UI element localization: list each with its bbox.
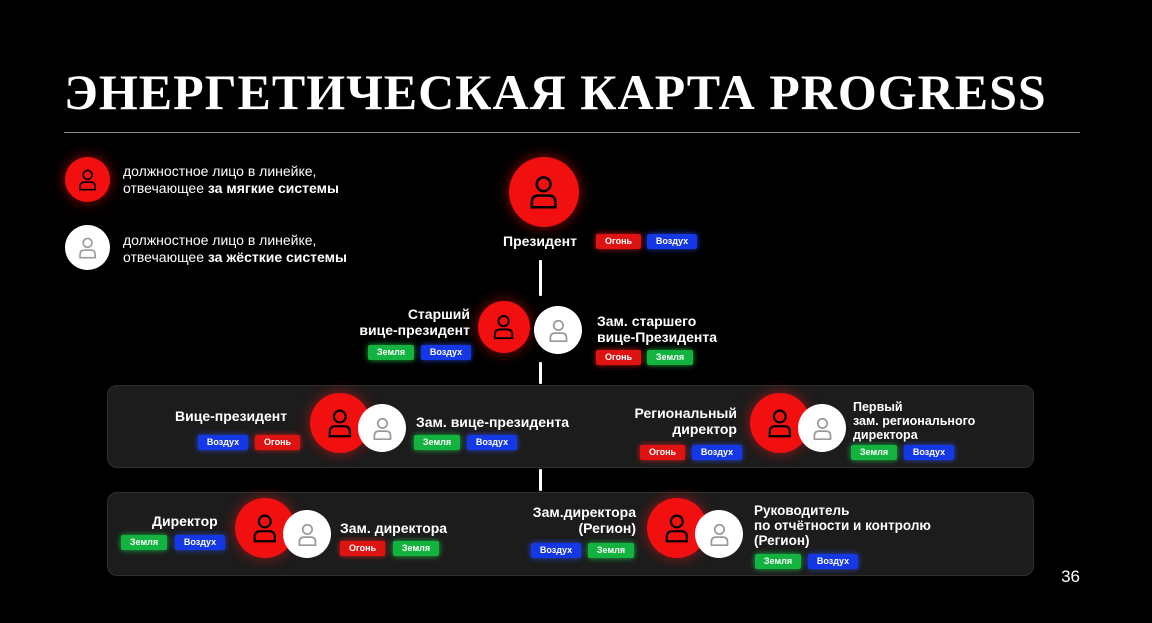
report-name: Руководитель по отчётности и контролю (Р…: [754, 503, 931, 548]
person-icon: [253, 514, 277, 543]
person-icon: [373, 417, 391, 440]
director-name: Директор: [152, 513, 218, 529]
tag-earth: Земля: [588, 543, 634, 558]
first-dep-name: Первый зам. регионального директора: [853, 400, 975, 442]
tag-earth: Земля: [755, 554, 801, 569]
dep-svp-name-line1: Зам. старшего: [597, 313, 697, 329]
dep-dir-reg-name: Зам.директора (Регион): [500, 504, 636, 536]
tag-air: Воздух: [904, 445, 954, 460]
dep-dir-name: Зам. директора: [340, 520, 448, 536]
person-icon: [328, 409, 352, 438]
tag-air: Воздух: [647, 234, 697, 249]
connector-line: [539, 260, 542, 296]
report-avatar: [695, 510, 743, 558]
connector-line: [539, 469, 542, 491]
tag-earth: Земля: [121, 535, 167, 550]
tag-air: Воздух: [421, 345, 471, 360]
svp-name-line2: вице-президент: [359, 322, 470, 338]
tag-fire: Огонь: [640, 445, 685, 460]
person-icon: [549, 319, 567, 342]
dep-svp-name-line2: вице-Президента: [597, 329, 718, 345]
tag-earth: Земля: [414, 435, 460, 450]
tag-fire: Огонь: [255, 435, 300, 450]
legend-hard-text: должностное лицо в линейке, отвечающее з…: [123, 232, 347, 266]
president-avatar: [509, 157, 579, 227]
tag-earth: Земля: [393, 541, 439, 556]
first-dep-name-line3: директора: [853, 428, 918, 442]
report-name-line3: (Регион): [754, 533, 810, 548]
tag-earth: Земля: [647, 350, 693, 365]
person-icon: [494, 315, 514, 340]
person-icon: [298, 523, 316, 546]
person-icon: [79, 169, 96, 191]
tag-air: Воздух: [808, 554, 858, 569]
person-icon: [665, 514, 689, 543]
reg-dir-name: Региональный директор: [600, 405, 737, 437]
person-icon: [79, 237, 96, 259]
president-name: Президент: [503, 233, 577, 249]
first-dep-name-line2: зам. регионального: [853, 414, 976, 428]
tag-fire: Огонь: [340, 541, 385, 556]
tag-earth: Земля: [368, 345, 414, 360]
legend-soft-line2b: за мягкие системы: [207, 180, 339, 196]
dep-svp-name: Зам. старшего вице-Президента: [597, 313, 717, 345]
tag-earth: Земля: [851, 445, 897, 460]
legend-hard-line2b: за жёсткие системы: [207, 249, 347, 265]
dep-vp-name: Зам. вице-президента: [416, 414, 570, 430]
page-title: ЭНЕРГЕТИЧЕСКАЯ КАРТА PROGRESS: [64, 64, 1047, 120]
tag-air: Воздух: [531, 543, 581, 558]
connector-line: [539, 362, 542, 384]
dep-dir-reg-name-line1: Зам.директора: [532, 504, 636, 520]
person-icon: [530, 176, 558, 209]
legend-hard-line2a: отвечающее: [123, 249, 208, 265]
reg-dir-name-line1: Региональный: [634, 405, 737, 421]
legend-soft-avatar: [65, 157, 110, 202]
legend-soft-text: должностное лицо в линейке, отвечающее з…: [123, 163, 339, 197]
legend-soft-line1: должностное лицо в линейке,: [123, 163, 317, 179]
vp-name: Вице-президент: [175, 408, 288, 424]
svp-name: Старший вице-президент: [340, 306, 470, 338]
tag-air: Воздух: [692, 445, 742, 460]
title-divider: [64, 132, 1080, 133]
dep-dir-reg-name-line2: (Регион): [578, 520, 636, 536]
legend-hard-line1: должностное лицо в линейке,: [123, 232, 317, 248]
first-dep-name-line1: Первый: [853, 400, 903, 414]
legend-hard-avatar: [65, 225, 110, 270]
dep-svp-avatar: [534, 306, 582, 354]
person-icon: [768, 409, 792, 438]
person-icon: [710, 523, 728, 546]
reg-dir-name-line2: директор: [672, 421, 737, 437]
person-icon: [813, 417, 831, 440]
tag-air: Воздух: [198, 435, 248, 450]
tag-air: Воздух: [175, 535, 225, 550]
tag-air: Воздух: [467, 435, 517, 450]
legend-soft-line2a: отвечающее: [123, 180, 208, 196]
report-name-line1: Руководитель: [754, 503, 850, 518]
page-number: 36: [1061, 567, 1080, 586]
svp-name-line1: Старший: [407, 306, 470, 322]
dep-vp-avatar: [358, 404, 406, 452]
tag-fire: Огонь: [596, 350, 641, 365]
first-dep-avatar: [798, 404, 846, 452]
dep-dir-avatar: [283, 510, 331, 558]
tag-fire: Огонь: [596, 234, 641, 249]
svp-avatar: [478, 301, 530, 353]
report-name-line2: по отчётности и контролю: [754, 518, 931, 533]
